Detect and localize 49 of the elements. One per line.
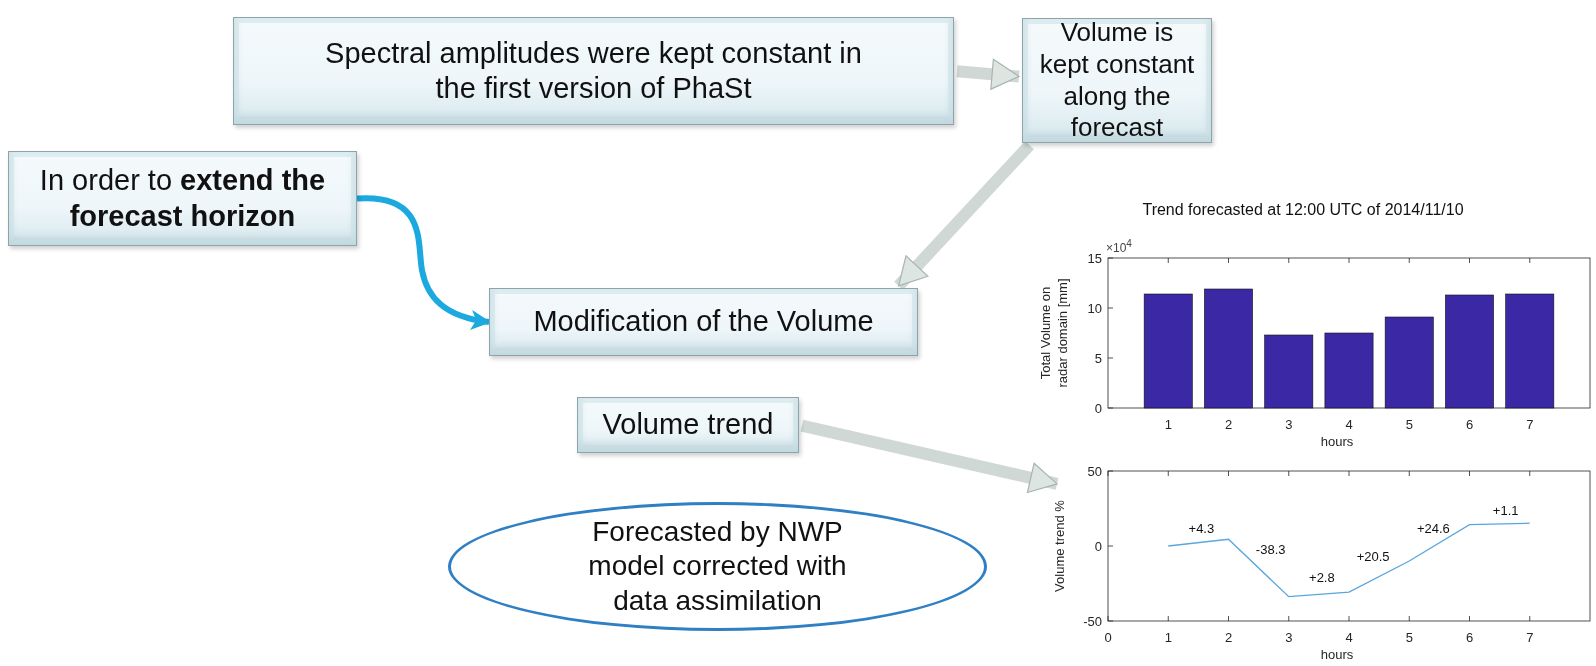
tick-label: 6 bbox=[1465, 630, 1474, 645]
data-label: +1.1 bbox=[1492, 502, 1519, 518]
block-arrow bbox=[894, 141, 1034, 290]
tick-label: 3 bbox=[1285, 417, 1293, 432]
axis-title: Total Volume on radar domain [mm] bbox=[1038, 277, 1071, 390]
axis-title: Volume trend % bbox=[1051, 499, 1068, 594]
tick-label: 15 bbox=[1087, 251, 1102, 266]
tick-label: 1 bbox=[1164, 417, 1172, 432]
curved-arrow bbox=[356, 195, 491, 330]
tick-label: 2 bbox=[1224, 630, 1233, 645]
tick-label: 0 bbox=[1104, 630, 1112, 645]
node-text: Volume trend bbox=[602, 407, 774, 443]
data-label: -38.3 bbox=[1255, 541, 1286, 557]
data-label: +24.6 bbox=[1416, 520, 1450, 536]
tick-label: -50 bbox=[1083, 614, 1102, 629]
bevel-box bbox=[577, 397, 799, 453]
tick-label: 0 bbox=[1094, 401, 1102, 416]
tick-label: 50 bbox=[1087, 464, 1102, 479]
tick-label: 0 bbox=[1094, 539, 1102, 554]
node-text: Forecasted by NWP model corrected with data assimilation bbox=[587, 515, 848, 618]
axis-title: hours bbox=[1320, 434, 1354, 449]
tick-label: 4 bbox=[1345, 417, 1353, 432]
tick-label: 2 bbox=[1224, 417, 1233, 432]
tick-label: 5 bbox=[1405, 630, 1413, 645]
tick-label: 5 bbox=[1405, 417, 1413, 432]
tick-label: 3 bbox=[1285, 630, 1293, 645]
tick-label: 5 bbox=[1094, 351, 1102, 366]
data-label: +20.5 bbox=[1356, 549, 1390, 564]
block-arrow bbox=[800, 419, 1059, 494]
bevel-box bbox=[1022, 18, 1212, 143]
data-label: +4.3 bbox=[1188, 520, 1215, 536]
chart-title: Trend forecasted at 12:00 UTC of 2014/11/10 bbox=[1141, 201, 1465, 219]
tick-label: 10 bbox=[1087, 301, 1102, 316]
tick-label: 7 bbox=[1526, 630, 1534, 645]
tick-label: 6 bbox=[1465, 417, 1474, 432]
tick-label: 7 bbox=[1526, 417, 1534, 432]
tick-label: 1 bbox=[1164, 630, 1172, 645]
bevel-box bbox=[233, 17, 954, 125]
node-text: In order to extend the forecast horizon bbox=[38, 163, 327, 234]
bevel-box bbox=[8, 151, 357, 246]
node-text: Spectral amplitudes were kept constant in the first version of PhaSt bbox=[324, 35, 863, 106]
block-arrow bbox=[956, 58, 1020, 90]
axis-title: hours bbox=[1320, 647, 1354, 662]
data-label: +2.8 bbox=[1309, 570, 1335, 585]
node-text: Modification of the Volume bbox=[533, 304, 874, 340]
axis-multiplier: ×10$^{4}$ bbox=[1106, 238, 1132, 255]
bevel-box bbox=[489, 288, 918, 356]
tick-label: 4 bbox=[1345, 630, 1353, 645]
node-text: Volume is kept constant along the forecast bbox=[1038, 17, 1196, 144]
